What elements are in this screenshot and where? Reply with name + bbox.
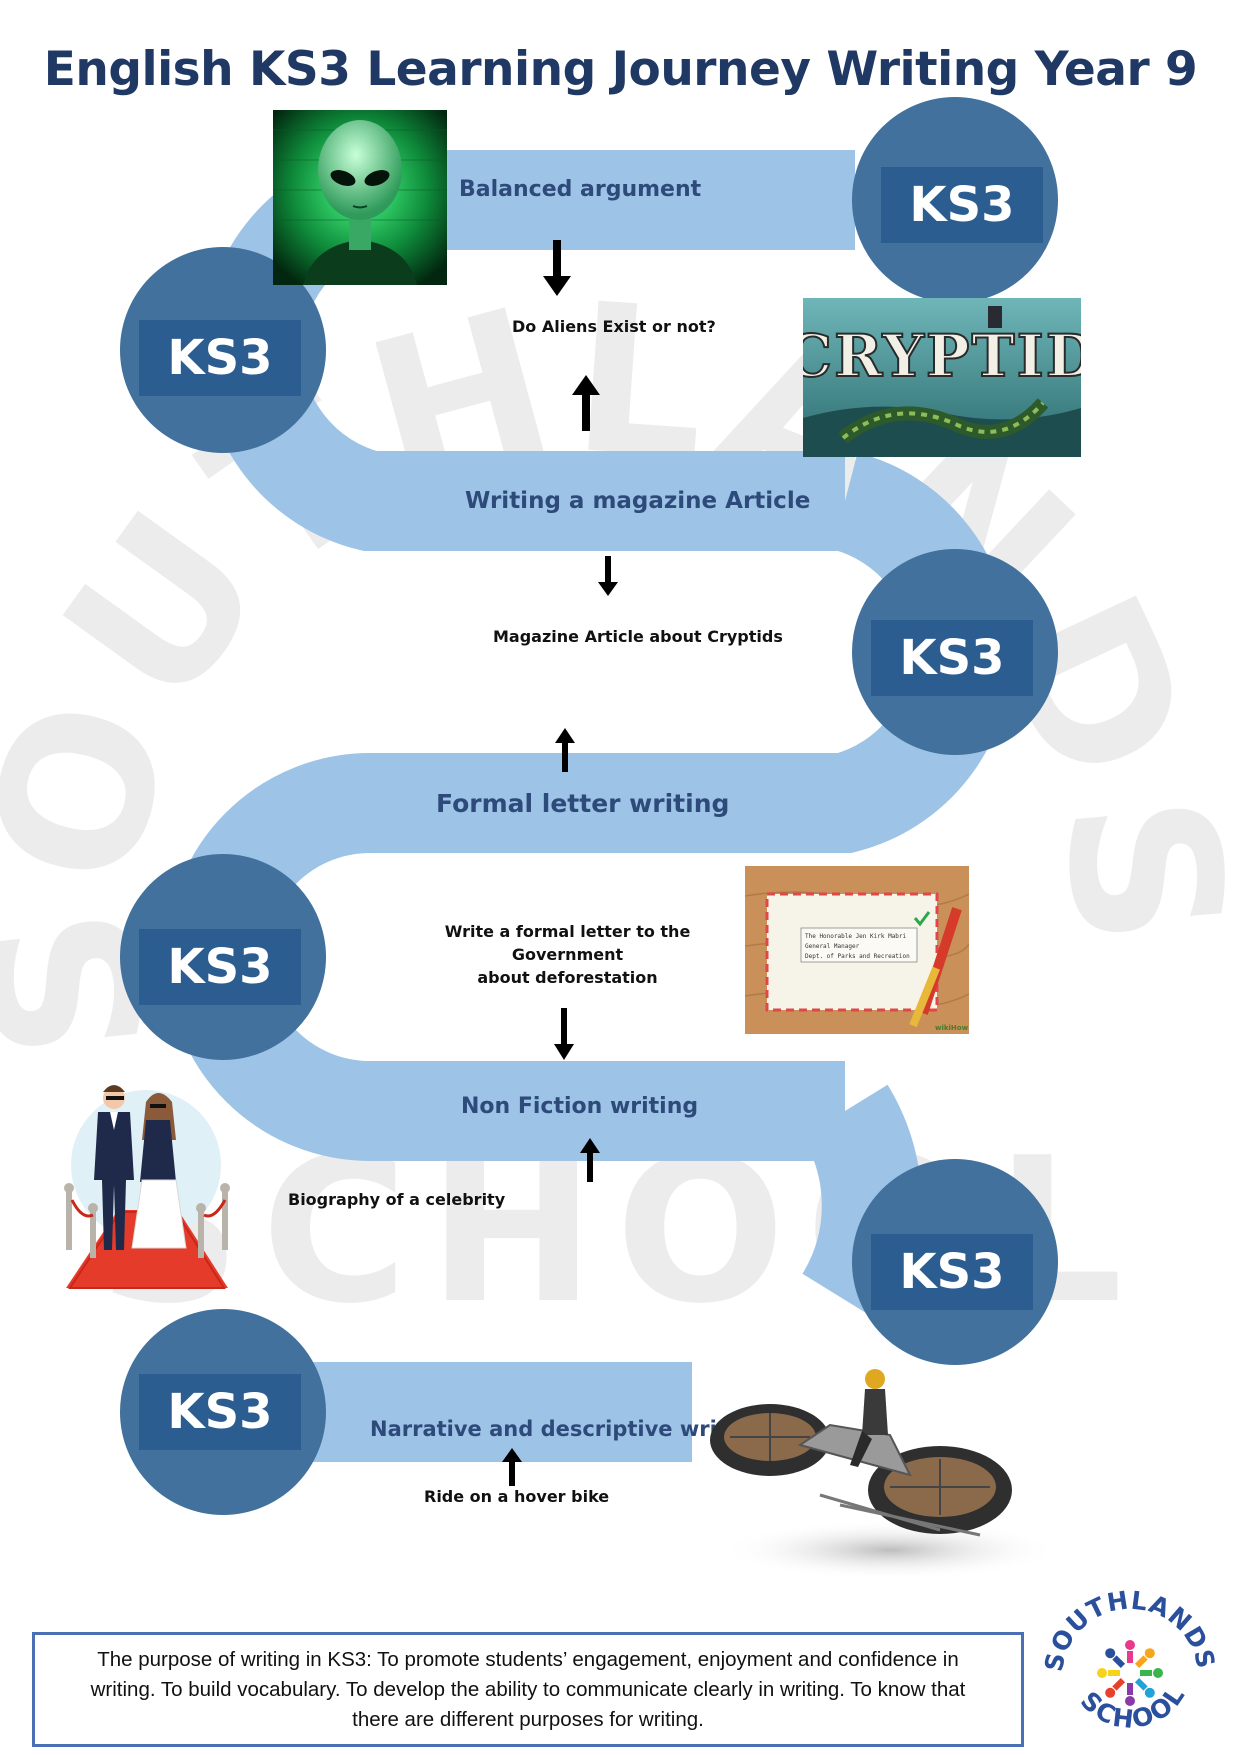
school-logo: SOUTHLANDS SCHOOL <box>1040 1585 1220 1734</box>
letter-line-1: The Honorable Jen Kirk Mabri <box>805 933 907 940</box>
arrow-down-icon <box>554 1008 574 1060</box>
arrow-up-icon <box>502 1448 522 1486</box>
task-hover-bike: Ride on a hover bike <box>424 1487 610 1506</box>
arrow-down-icon <box>598 556 618 596</box>
cryptid-image: CRYPTID <box>803 298 1081 457</box>
letter-line-2: General Manager <box>805 943 860 950</box>
alien-image <box>273 110 447 285</box>
purpose-statement: The purpose of writing in KS3: To promot… <box>32 1632 1024 1747</box>
ks3-badge-6: KS3 <box>139 1374 301 1450</box>
task-formal-letter: Write a formal letter to the Government … <box>440 920 695 989</box>
task-formal-letter-line-2: Government <box>511 945 624 964</box>
cryptid-title-text: CRYPTID <box>803 322 1081 390</box>
arrow-up-icon <box>555 728 575 772</box>
arrow-up-icon <box>580 1138 600 1182</box>
task-formal-letter-line-3: about deforestation <box>477 968 658 987</box>
logo-text-bottom: SCHOOL <box>1075 1680 1189 1734</box>
step-label-non-fiction: Non Fiction writing <box>461 1094 699 1119</box>
step-label-magazine-article: Writing a magazine Article <box>465 488 811 514</box>
task-formal-letter-line-1: Write a formal letter to the <box>444 922 691 941</box>
ks3-badge-5: KS3 <box>871 1234 1033 1310</box>
svg-text:SCHOOL: SCHOOL <box>1075 1680 1191 1734</box>
step-label-formal-letter: Formal letter writing <box>436 789 730 818</box>
ks3-badge-3: KS3 <box>871 620 1033 696</box>
letter-credit-text: wikiHow <box>935 1024 969 1032</box>
ks3-badge-1: KS3 <box>881 167 1043 243</box>
task-biography: Biography of a celebrity <box>288 1190 506 1209</box>
task-aliens: Do Aliens Exist or not? <box>512 317 716 336</box>
hover-bike-image <box>710 1369 1060 1580</box>
ks3-badge-4: KS3 <box>139 929 301 1005</box>
celebrity-image <box>64 1085 230 1289</box>
page-title: English KS3 Learning Journey Writing Yea… <box>43 42 1198 97</box>
arrow-down-icon <box>543 240 571 296</box>
arrow-up-icon <box>572 375 600 431</box>
ks3-badge-2: KS3 <box>139 320 301 396</box>
step-label-narrative: Narrative and descriptive writing <box>370 1417 765 1441</box>
task-cryptids: Magazine Article about Cryptids <box>493 627 783 646</box>
step-label-balanced-argument: Balanced argument <box>459 177 702 202</box>
letter-line-3: Dept. of Parks and Recreation <box>805 953 910 960</box>
letter-image: The Honorable Jen Kirk Mabri General Man… <box>745 866 969 1034</box>
